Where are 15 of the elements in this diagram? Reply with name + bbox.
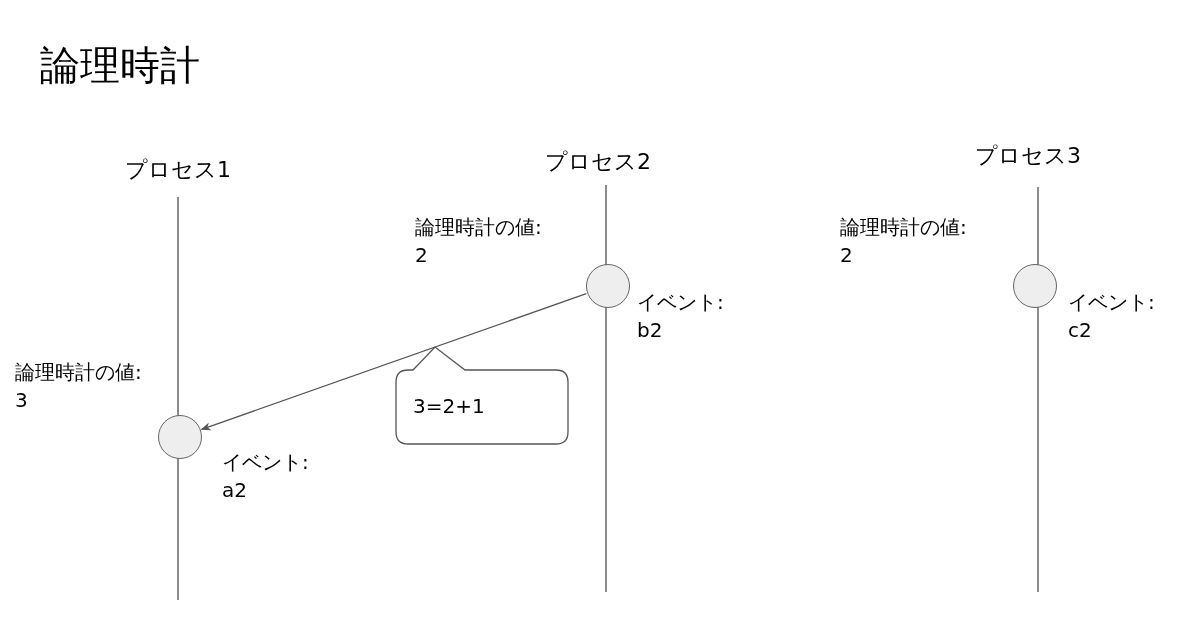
event-label: イベント: c2	[1068, 289, 1155, 344]
callout-bubble: 3=2+1	[395, 346, 569, 445]
clock-value-label: 論理時計の値: 2	[415, 214, 542, 269]
event-label: イベント: a2	[222, 449, 309, 504]
process-label: プロセス1	[125, 155, 231, 185]
event-circle	[586, 264, 630, 308]
clock-value-label: 論理時計の値: 2	[840, 214, 967, 269]
event-label: イベント: b2	[637, 289, 724, 344]
process-label: プロセス2	[545, 147, 651, 177]
event-circle	[158, 415, 202, 459]
clock-value-label: 論理時計の値: 3	[15, 359, 142, 414]
process-label: プロセス3	[975, 141, 1081, 171]
event-circle	[1013, 264, 1057, 308]
arrow	[200, 293, 587, 431]
title: 論理時計	[40, 41, 200, 90]
